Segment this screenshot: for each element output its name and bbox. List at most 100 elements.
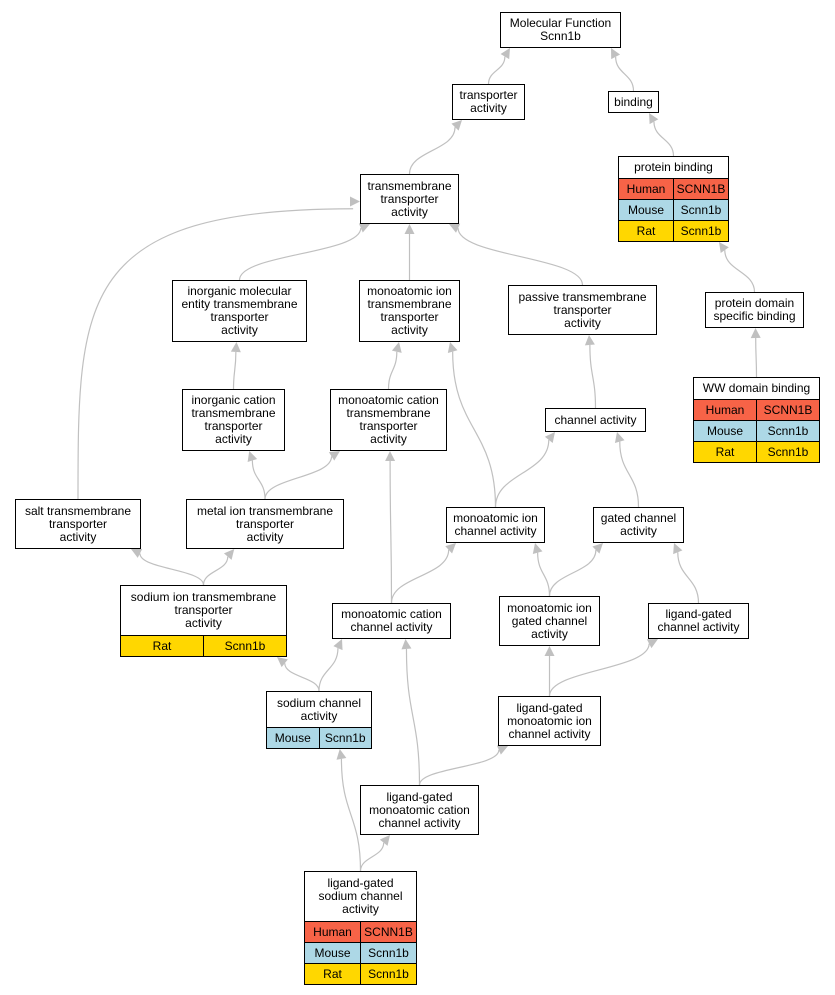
go-term-label-line: gated channel — [511, 613, 588, 628]
go-term-label: channel activity — [546, 409, 645, 431]
go-term-label-line: activity — [246, 529, 284, 544]
edge-sodium-channel-to-sodium-ion-tm-transporter — [284, 663, 320, 692]
go-term-label-line: protein binding — [634, 160, 713, 174]
edge-ligand-gated-monoatomic-ion-channel-to-ligand-gated-channel — [548, 643, 650, 697]
edge-monoatomic-ion-channel-to-channel-activity — [494, 439, 550, 508]
edge-monoatomic-ion-gated-channel-to-monoatomic-ion-channel — [537, 552, 551, 597]
edge-monoatomic-cation-channel-to-monoatomic-cation-tm-transporter — [389, 460, 393, 604]
go-term-label-line: transporter — [174, 603, 233, 617]
edge-binding-to-molecular-function — [615, 56, 635, 92]
species-name: Mouse — [627, 203, 665, 217]
go-term-binding[interactable]: binding — [608, 91, 659, 113]
go-term-label-line: activity — [221, 323, 258, 337]
edge-arrowhead — [750, 328, 761, 339]
species-name: Human — [313, 925, 352, 939]
go-term-label-line: activity — [470, 101, 507, 115]
go-term-label: binding — [609, 92, 658, 112]
gene-symbol: Scnn1b — [673, 221, 728, 241]
edge-arrowhead — [614, 432, 625, 443]
go-term-label-line: monoatomic ion — [507, 713, 592, 728]
go-term-label-line: activity — [59, 529, 97, 544]
edge-protein-domain-specific-binding-to-protein-binding — [724, 250, 756, 293]
edge-arrowhead — [611, 48, 621, 60]
edge-arrowhead — [379, 835, 390, 846]
edge-arrowhead — [447, 342, 458, 353]
species-name: Human — [626, 182, 666, 196]
go-term-label-line: channel activity — [554, 412, 637, 427]
edge-monoatomic-cation-channel-to-monoatomic-ion-channel — [390, 549, 450, 604]
edge-arrowhead — [404, 224, 415, 234]
go-term-label-line: channel activity — [657, 620, 740, 634]
edge-arrowhead — [719, 242, 729, 254]
go-term-label-line: activity — [620, 524, 657, 538]
go-term-label-line: channel activity — [454, 524, 537, 538]
edge-arrowhead — [350, 196, 360, 207]
edge-arrowhead — [247, 451, 258, 463]
edge-ligand-gated-monoatomic-cation-channel-to-ligand-gated-monoatomic-ion-channel — [418, 749, 500, 786]
species-name: Rat — [636, 224, 656, 238]
go-term-label-line: monoatomic ion — [507, 600, 592, 615]
edge-arrowhead — [401, 639, 412, 650]
edge-arrowhead — [584, 335, 595, 346]
gene-symbol: SCNN1B — [360, 922, 416, 942]
edge-gated-channel-to-channel-activity — [619, 441, 640, 508]
go-term-label-line: transporter — [235, 516, 295, 531]
go-term-label-line: inorganic molecular — [187, 284, 292, 298]
go-term-channel-activity[interactable]: channel activity — [545, 408, 646, 432]
go-term-label-line: transporter — [380, 310, 439, 324]
go-term-label-line: monoatomic cation — [338, 393, 439, 407]
edge-arrowhead — [673, 543, 683, 555]
gene-symbol: Scnn1b — [673, 200, 728, 220]
go-term-label-line: channel activity — [350, 620, 433, 634]
edge-protein-binding-to-binding — [653, 121, 675, 157]
edge-arrowhead — [646, 639, 658, 649]
go-term-label-line: inorganic cation — [191, 393, 276, 407]
go-term-label: WW domain binding — [694, 378, 819, 399]
go-term-label-line: monoatomic cation — [341, 607, 442, 621]
species-name: Rat — [715, 445, 735, 459]
edge-transmembrane-transporter-activity-to-transporter-activity — [408, 127, 456, 175]
edge-sodium-channel-to-monoatomic-cation-channel — [318, 648, 339, 692]
edge-arrowhead — [223, 549, 235, 560]
